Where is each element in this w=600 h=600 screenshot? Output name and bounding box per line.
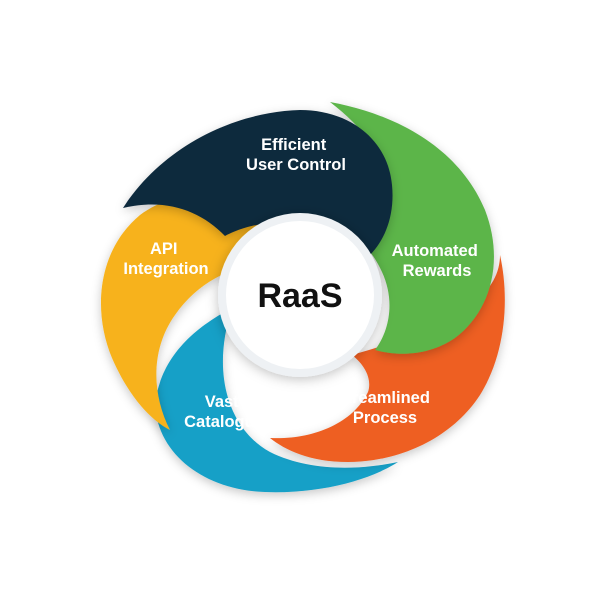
segment-automated-rewards: [330, 102, 494, 354]
segment-vast-catalogue-shape: [155, 308, 398, 493]
segment-label-line: Process: [353, 409, 417, 427]
center-hub: RaaS: [218, 213, 382, 377]
segment-label-line: Rewards: [403, 262, 472, 280]
segment-label-line: Integration: [123, 260, 208, 278]
segment-label-line: Efficient: [261, 136, 327, 154]
center-hub-face: [226, 221, 374, 369]
segment-label-efficient-user-control: Efficient User Control: [246, 136, 346, 174]
segment-label-line: Catalogue: [184, 413, 264, 431]
segment-label-line: Automated: [392, 242, 478, 260]
segment-label-line: Streamlined: [335, 389, 429, 407]
segment-label-streamlined-process: Streamlined Process: [335, 389, 434, 427]
center-title: RaaS: [257, 277, 342, 315]
segment-label-line: API: [150, 240, 178, 258]
segment-label-automated-rewards: Automated Rewards: [392, 242, 483, 280]
segment-label-line: User Control: [246, 156, 346, 174]
segment-streamlined-process-shape: [270, 255, 505, 462]
segment-label-line: Vast: [205, 393, 239, 411]
segment-label-vast-catalogue: Vast Catalogue: [184, 393, 264, 431]
segment-label-api-integration: API Integration: [123, 240, 208, 278]
segment-automated-rewards-shape: [330, 102, 494, 354]
segment-vast-catalogue: [155, 308, 398, 493]
segment-streamlined-process: [270, 255, 505, 462]
